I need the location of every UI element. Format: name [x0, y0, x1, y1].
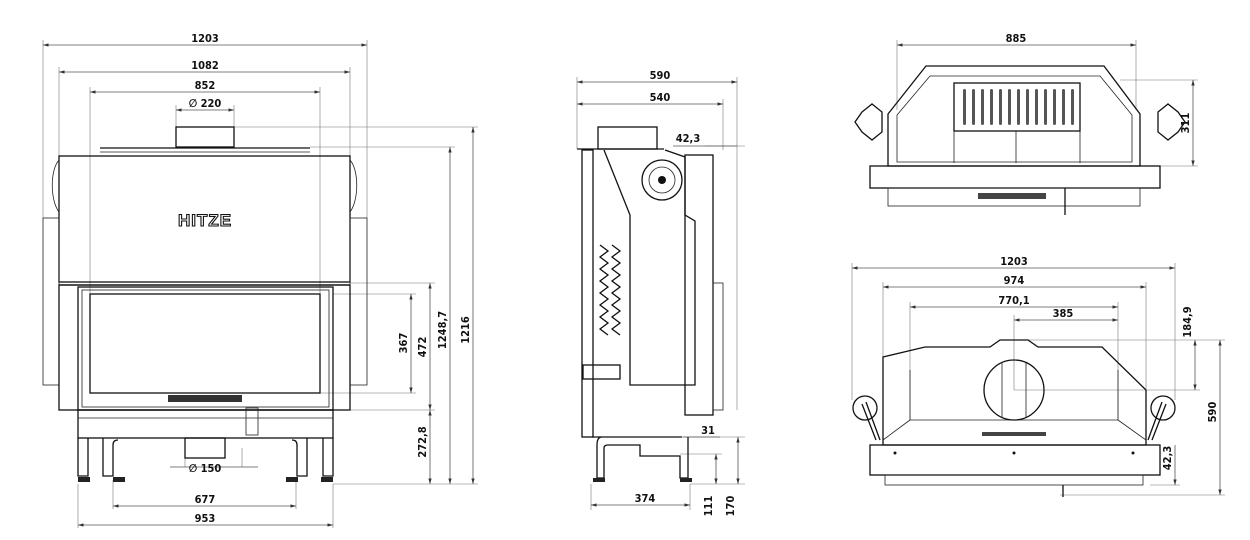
flue-collar [175, 126, 235, 148]
dim-depth-body: 540 [650, 91, 671, 104]
top-extension-lines [896, 40, 1198, 167]
dim-leg-spacing: 677 [195, 493, 216, 506]
lower-body [58, 284, 351, 411]
brand-logo: HITZE [178, 211, 232, 230]
dim-door-step: 31 [701, 424, 715, 437]
plan-dimension-lines [852, 266, 1222, 495]
air-slider [168, 395, 242, 402]
dim-glass-height: 367 [397, 333, 410, 354]
fan-left-plan [852, 395, 878, 421]
dim-flue-offset-x: 385 [1053, 307, 1074, 320]
front-legs [77, 437, 334, 477]
dim-plan-door-offset: 42,3 [1161, 446, 1174, 471]
dim-width-body: 1082 [191, 59, 219, 72]
leveling-feet [78, 477, 333, 482]
door-front-plan [869, 444, 1161, 476]
front-dimension-lines [43, 43, 475, 527]
fan-right-plan [1150, 395, 1176, 421]
dim-plan-width-overall: 1203 [1000, 255, 1028, 268]
dim-base-height: 272,8 [416, 426, 429, 457]
dim-flue-bottom: ∅ 150 [189, 462, 222, 475]
dim-flue-offset-y: 184,9 [1181, 306, 1194, 337]
fan-icon [641, 159, 683, 201]
dim-leg-spacing-side: 374 [635, 492, 656, 505]
door-frame [77, 286, 334, 411]
front-fireplace-body: HITZE [42, 126, 368, 482]
side-extension-lines [576, 77, 745, 510]
side-dimension-lines [577, 80, 740, 507]
dim-height-flue: 1216 [459, 316, 472, 344]
side-view: 590 540 42,3 31 374 111 170 [576, 69, 745, 517]
dim-plan-depth: 590 [1206, 402, 1219, 423]
door-side [684, 154, 714, 416]
dim-plan-width-body: 974 [1004, 274, 1025, 287]
dim-leg-height: 111 [702, 496, 715, 517]
dim-base-width: 953 [195, 512, 216, 525]
dim-top-depth: 311 [1179, 113, 1192, 134]
fan-right [1157, 103, 1186, 141]
dim-top-width: 885 [1006, 32, 1027, 45]
dim-door-height: 472 [416, 337, 429, 358]
baffle-vents [953, 82, 1081, 132]
dim-door-offset: 42,3 [676, 132, 701, 145]
dim-height-top-plate: 1248,7 [436, 311, 449, 349]
dim-base-height-side: 170 [724, 496, 737, 517]
base-frame [77, 409, 334, 439]
top-dimension-lines [897, 43, 1195, 166]
plan-view: 1203 974 770,1 385 184,9 590 42,3 [851, 255, 1225, 497]
front-extension-lines [42, 40, 478, 528]
dim-width-overall: 1203 [191, 32, 219, 45]
top-view: 885 311 [854, 32, 1198, 215]
dim-plan-width-inner: 770,1 [998, 294, 1029, 307]
side-fireplace-body [577, 126, 724, 482]
top-fireplace-body [854, 65, 1186, 215]
vent-slots [963, 89, 1074, 125]
door-glass [89, 293, 321, 394]
plan-fireplace-body [852, 339, 1176, 497]
dim-depth-overall: 590 [650, 69, 671, 82]
flue-outlet [983, 359, 1045, 421]
dim-flue-top: ∅ 220 [189, 97, 222, 110]
front-view: HITZE 1203 1082 852 ∅ 220 367 472 272,8 … [42, 32, 478, 528]
dim-width-opening: 852 [195, 79, 216, 92]
heat-exchanger-fins [598, 244, 622, 336]
fan-left [854, 103, 883, 141]
